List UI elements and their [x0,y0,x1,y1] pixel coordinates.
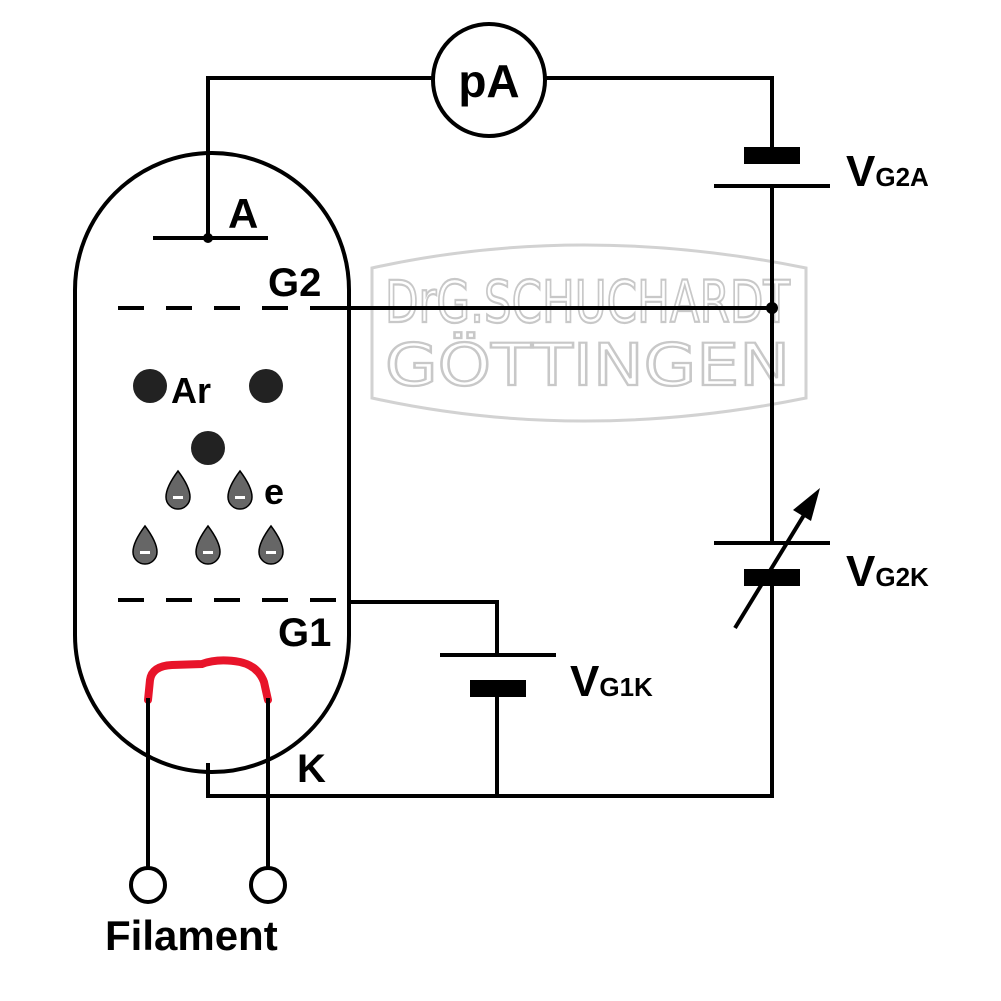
label-grid1: G1 [278,611,331,655]
battery-vg2a [714,147,830,188]
label-argon: Ar [171,370,211,411]
meter-label: pA [458,55,519,107]
wire-meter-to-right [543,76,774,157]
label-cathode: K [297,747,326,791]
wire-grid1 [347,600,499,657]
electron [132,524,158,565]
watermark: DrG.SCHUCHARDT GÖTTINGEN [370,243,808,423]
electron-group [132,469,284,565]
label-grid2: G2 [268,261,321,305]
electron [258,524,284,565]
battery-vg2k [714,488,830,630]
label-vg2a: VG2A [846,147,929,196]
wire-cathode-bottom [206,763,774,798]
electron [165,469,191,510]
filament-terminal-left[interactable] [129,866,167,904]
label-anode: A [228,190,258,237]
electron [195,524,221,565]
tube-envelope [73,151,351,774]
label-vg1k: VG1K [570,657,653,706]
filament-heater [144,656,272,704]
variable-arrow-head [793,488,820,521]
variable-arrow-line [733,500,814,630]
label-filament: Filament [105,912,278,959]
electron [227,469,253,510]
watermark-line1: DrG.SCHUCHARDT [385,268,790,336]
label-vg2k: VG2K [846,547,929,596]
wire-anode-to-meter [206,76,435,240]
filament-terminal-right[interactable] [249,866,287,904]
argon-atom [133,369,167,403]
watermark-line2: GÖTTINGEN [385,331,790,399]
picoammeter: pA [431,22,547,138]
battery-vg1k [440,653,556,697]
label-electron: e [264,471,284,512]
argon-atom [249,369,283,403]
argon-atom [191,431,225,465]
